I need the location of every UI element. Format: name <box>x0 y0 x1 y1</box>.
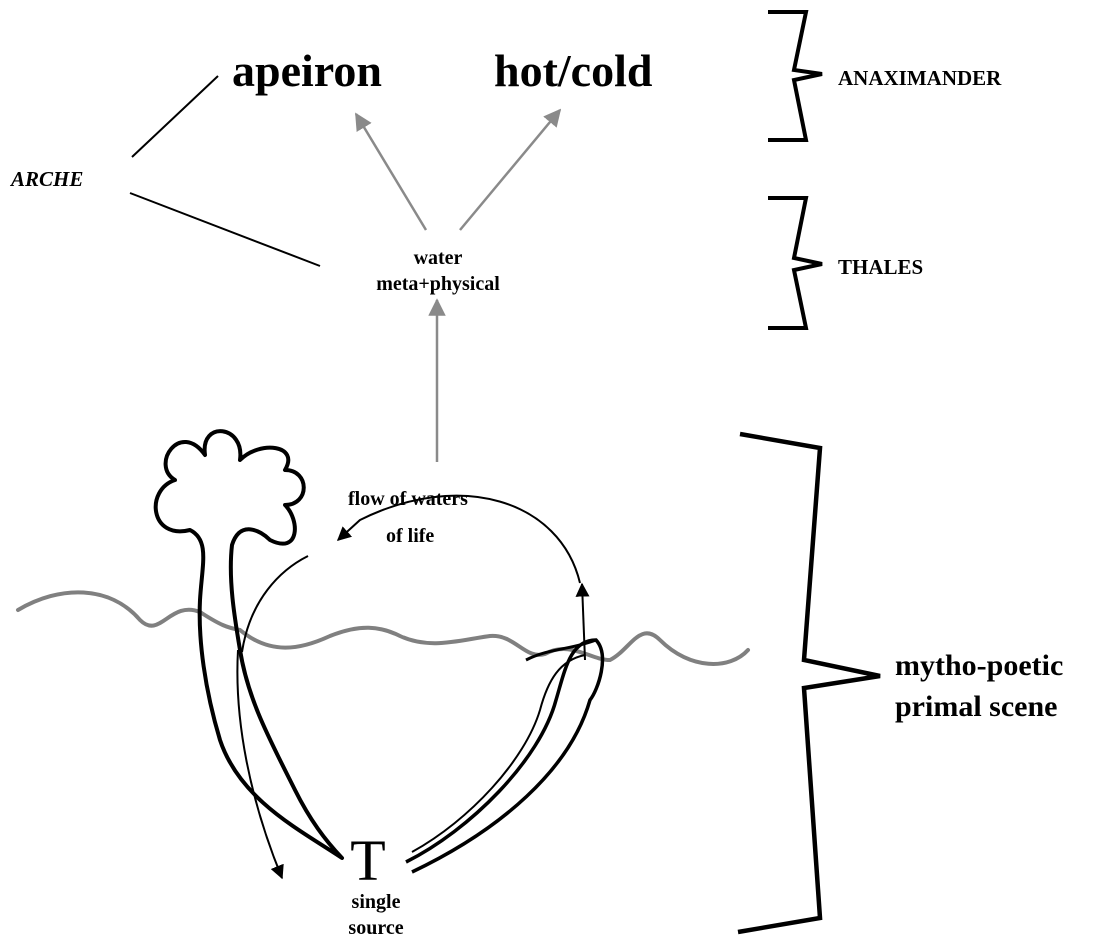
arche-line-upper <box>132 76 218 157</box>
source-label: source <box>348 917 403 939</box>
meta-physical-label: meta+physical <box>376 273 500 295</box>
flow-label-line2: of life <box>386 525 434 547</box>
hot-cold-label: hot/cold <box>494 45 653 96</box>
flow-arrow-down <box>237 650 282 878</box>
arrow-water-to-apeiron <box>356 114 426 230</box>
anaximander-bracket <box>768 12 822 140</box>
primal-scene-label: primal scene <box>895 690 1057 723</box>
thales-label: THALES <box>838 255 923 279</box>
arche-line-lower <box>130 193 320 266</box>
water-label: water <box>414 247 463 269</box>
source-symbol: T <box>350 828 385 893</box>
apeiron-label: apeiron <box>232 45 382 96</box>
single-label: single <box>352 891 401 913</box>
arche-label: ARCHE <box>9 167 83 191</box>
mytho-poetic-bracket <box>738 434 880 932</box>
flow-label-line1: flow of waters <box>348 488 468 510</box>
arrow-water-to-hotcold <box>460 110 560 230</box>
mytho-poetic-label: mytho-poetic <box>895 649 1063 682</box>
water-surface <box>18 592 748 664</box>
flow-arrow-up <box>582 584 585 660</box>
thales-bracket <box>768 198 822 328</box>
flower-shape <box>156 431 342 858</box>
anaximander-label: ANAXIMANDER <box>838 66 1002 90</box>
